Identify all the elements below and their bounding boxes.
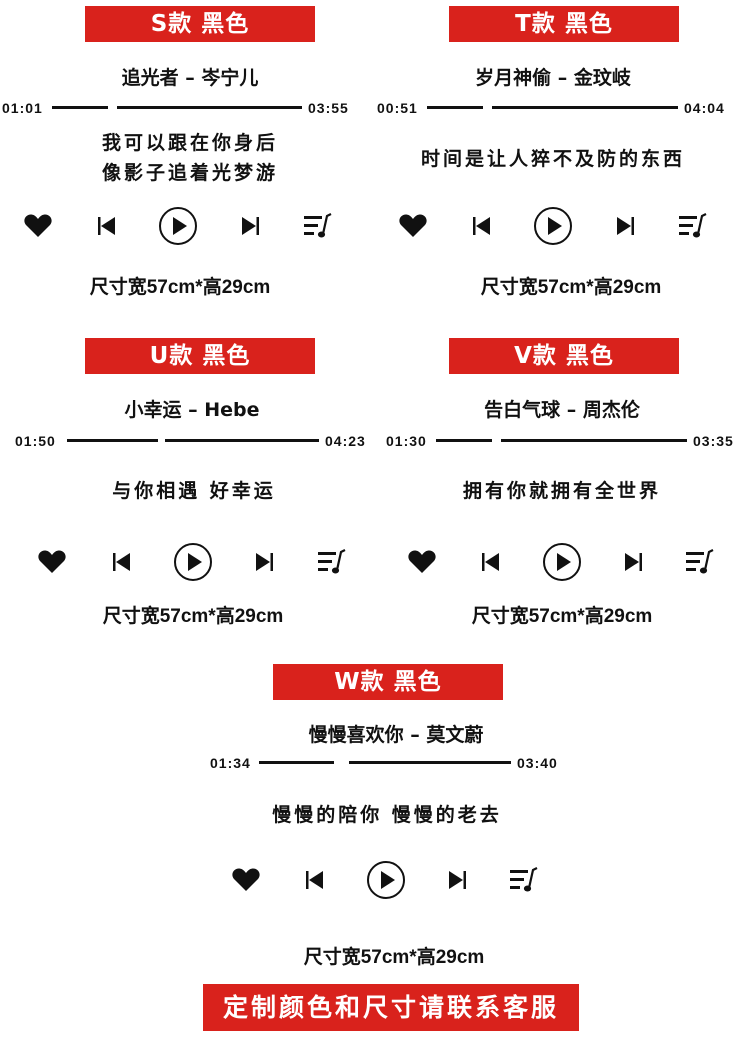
style-banner-v: V款 黑色 — [449, 338, 679, 374]
time-elapsed-u: 01:50 — [15, 433, 56, 449]
previous-icon — [98, 217, 115, 235]
size-label-t: 尺寸宽57cm*高29cm — [480, 277, 662, 298]
size-label-v: 尺寸宽57cm*高29cm — [471, 606, 653, 627]
next-icon — [242, 217, 259, 235]
next-button[interactable] — [235, 204, 265, 248]
previous-button[interactable] — [92, 204, 122, 248]
time-elapsed-v: 01:30 — [386, 433, 427, 449]
previous-icon — [306, 871, 323, 889]
song-title-w: 慢慢喜欢你 – 莫文蔚 — [308, 724, 484, 746]
previous-button[interactable] — [476, 540, 506, 584]
play-icon — [159, 207, 197, 245]
next-icon — [625, 553, 642, 571]
progress-remaining-s[interactable] — [117, 106, 302, 109]
progress-played-v[interactable] — [436, 439, 492, 442]
lyric-line-s-1: 我可以跟在你身后 — [101, 132, 278, 154]
play-button[interactable] — [540, 540, 584, 584]
play-icon — [543, 543, 581, 581]
play-icon — [367, 861, 405, 899]
progress-played-t[interactable] — [427, 106, 483, 109]
playlist-button[interactable] — [675, 204, 711, 248]
player-controls-t — [395, 204, 735, 248]
time-elapsed-t: 00:51 — [377, 100, 418, 116]
previous-icon — [482, 553, 499, 571]
progress-remaining-t[interactable] — [492, 106, 678, 109]
playlist-icon — [510, 867, 538, 892]
time-total-t: 04:04 — [684, 100, 725, 116]
lyric-line-t-1: 时间是让人猝不及防的东西 — [420, 148, 685, 170]
progress-remaining-v[interactable] — [501, 439, 687, 442]
player-controls-w — [228, 858, 568, 902]
playlist-icon — [679, 213, 707, 238]
like-button[interactable] — [404, 540, 440, 584]
heart-icon — [399, 214, 427, 237]
heart-icon — [38, 550, 66, 573]
next-button[interactable] — [442, 858, 472, 902]
progress-played-s[interactable] — [52, 106, 108, 109]
style-banner-t: T款 黑色 — [449, 6, 679, 42]
size-label-s: 尺寸宽57cm*高29cm — [89, 277, 271, 298]
previous-icon — [473, 217, 490, 235]
next-button[interactable] — [618, 540, 648, 584]
progress-remaining-w[interactable] — [349, 761, 511, 764]
time-total-s: 03:55 — [308, 100, 349, 116]
heart-icon — [232, 868, 260, 891]
previous-icon — [113, 553, 130, 571]
song-title-s: 追光者 – 岑宁儿 — [121, 67, 259, 89]
next-button[interactable] — [249, 540, 279, 584]
lyric-line-s-2: 像影子追着光梦游 — [101, 162, 278, 184]
like-button[interactable] — [228, 858, 264, 902]
playlist-button[interactable] — [314, 540, 350, 584]
previous-button[interactable] — [107, 540, 137, 584]
play-button[interactable] — [364, 858, 408, 902]
time-elapsed-s: 01:01 — [2, 100, 43, 116]
progress-played-w[interactable] — [259, 761, 334, 764]
lyric-line-u-1: 与你相遇 好幸运 — [112, 480, 276, 502]
playlist-button[interactable] — [300, 204, 336, 248]
next-button[interactable] — [610, 204, 640, 248]
lyric-line-w-1: 慢慢的陪你 慢慢的老去 — [272, 804, 502, 826]
style-banner-s: S款 黑色 — [85, 6, 315, 42]
progress-remaining-u[interactable] — [165, 439, 319, 442]
like-button[interactable] — [20, 204, 56, 248]
time-elapsed-w: 01:34 — [210, 755, 251, 771]
previous-button[interactable] — [300, 858, 330, 902]
lyric-line-v-1: 拥有你就拥有全世界 — [462, 480, 661, 502]
play-button[interactable] — [156, 204, 200, 248]
playlist-button[interactable] — [682, 540, 718, 584]
time-total-u: 04:23 — [325, 433, 366, 449]
playlist-button[interactable] — [506, 858, 542, 902]
time-total-v: 03:35 — [693, 433, 734, 449]
like-button[interactable] — [34, 540, 70, 584]
player-controls-v — [404, 540, 744, 584]
next-icon — [449, 871, 466, 889]
playlist-icon — [686, 549, 714, 574]
style-banner-u: U款 黑色 — [85, 338, 315, 374]
song-title-v: 告白气球 – 周杰伦 — [484, 399, 640, 421]
heart-icon — [408, 550, 436, 573]
next-icon — [256, 553, 273, 571]
player-controls-s — [20, 204, 360, 248]
like-button[interactable] — [395, 204, 431, 248]
time-total-w: 03:40 — [517, 755, 558, 771]
play-button[interactable] — [531, 204, 575, 248]
heart-icon — [24, 214, 52, 237]
style-banner-w: W款 黑色 — [273, 664, 503, 700]
size-label-w: 尺寸宽57cm*高29cm — [303, 947, 485, 968]
song-title-t: 岁月神偷 – 金玟岐 — [475, 67, 631, 89]
play-button[interactable] — [171, 540, 215, 584]
playlist-icon — [304, 213, 332, 238]
player-controls-u — [34, 540, 374, 584]
size-label-u: 尺寸宽57cm*高29cm — [102, 606, 284, 627]
song-title-u: 小幸运 – Hebe — [124, 399, 260, 421]
previous-button[interactable] — [467, 204, 497, 248]
play-icon — [174, 543, 212, 581]
playlist-icon — [318, 549, 346, 574]
progress-played-u[interactable] — [67, 439, 158, 442]
contact-service-banner: 定制颜色和尺寸请联系客服 — [203, 984, 579, 1031]
play-icon — [534, 207, 572, 245]
next-icon — [617, 217, 634, 235]
